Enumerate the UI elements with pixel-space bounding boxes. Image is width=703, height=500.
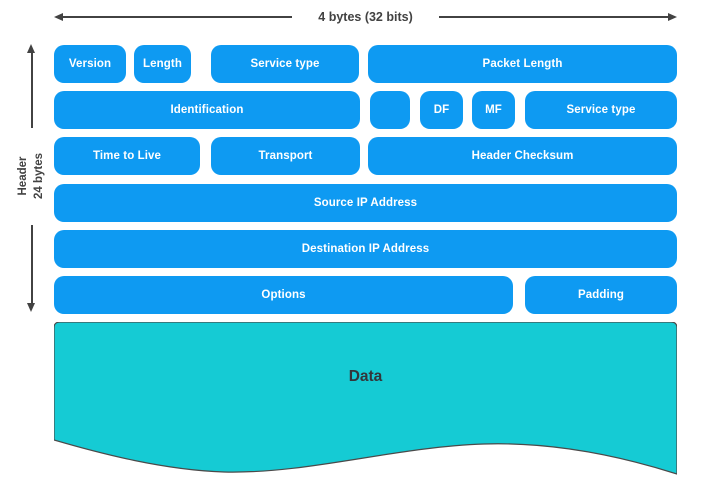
arrowhead-down-icon <box>27 303 35 312</box>
field-flag-unused <box>370 91 410 129</box>
field-options: Options <box>54 276 513 314</box>
field-padding: Padding <box>525 276 677 314</box>
arrowhead-up-icon <box>27 44 35 53</box>
field-source-ip-address: Source IP Address <box>54 184 677 222</box>
field-length: Length <box>134 45 191 83</box>
header-span-label-line1: Header <box>16 156 29 196</box>
top-width-label: 4 bytes (32 bits) <box>318 10 413 24</box>
field-service-type: Service type <box>211 45 359 83</box>
field-version: Version <box>54 45 126 83</box>
arrow-line <box>438 16 669 18</box>
field-flag-mf: MF <box>472 91 515 129</box>
field-identification: Identification <box>54 91 360 129</box>
field-transport: Transport <box>211 137 360 175</box>
arrow-line <box>63 16 293 18</box>
field-header-checksum: Header Checksum <box>368 137 677 175</box>
field-service-type-2: Service type <box>525 91 677 129</box>
field-flag-df: DF <box>420 91 463 129</box>
field-packet-length: Packet Length <box>368 45 677 83</box>
field-destination-ip-address: Destination IP Address <box>54 230 677 268</box>
data-wave-path <box>54 322 677 475</box>
header-span-label-line2: 24 bytes <box>33 152 45 200</box>
arrow-line <box>30 52 33 128</box>
data-section-label: Data <box>348 368 383 385</box>
arrow-line <box>30 225 33 304</box>
arrowhead-left-icon <box>54 13 63 21</box>
top-width-arrow: 4 bytes (32 bits) <box>54 9 678 25</box>
field-time-to-live: Time to Live <box>54 137 200 175</box>
arrowhead-right-icon <box>668 13 678 21</box>
data-section-shape <box>54 322 677 475</box>
header-span-label: Header 24 bytes <box>15 153 47 199</box>
